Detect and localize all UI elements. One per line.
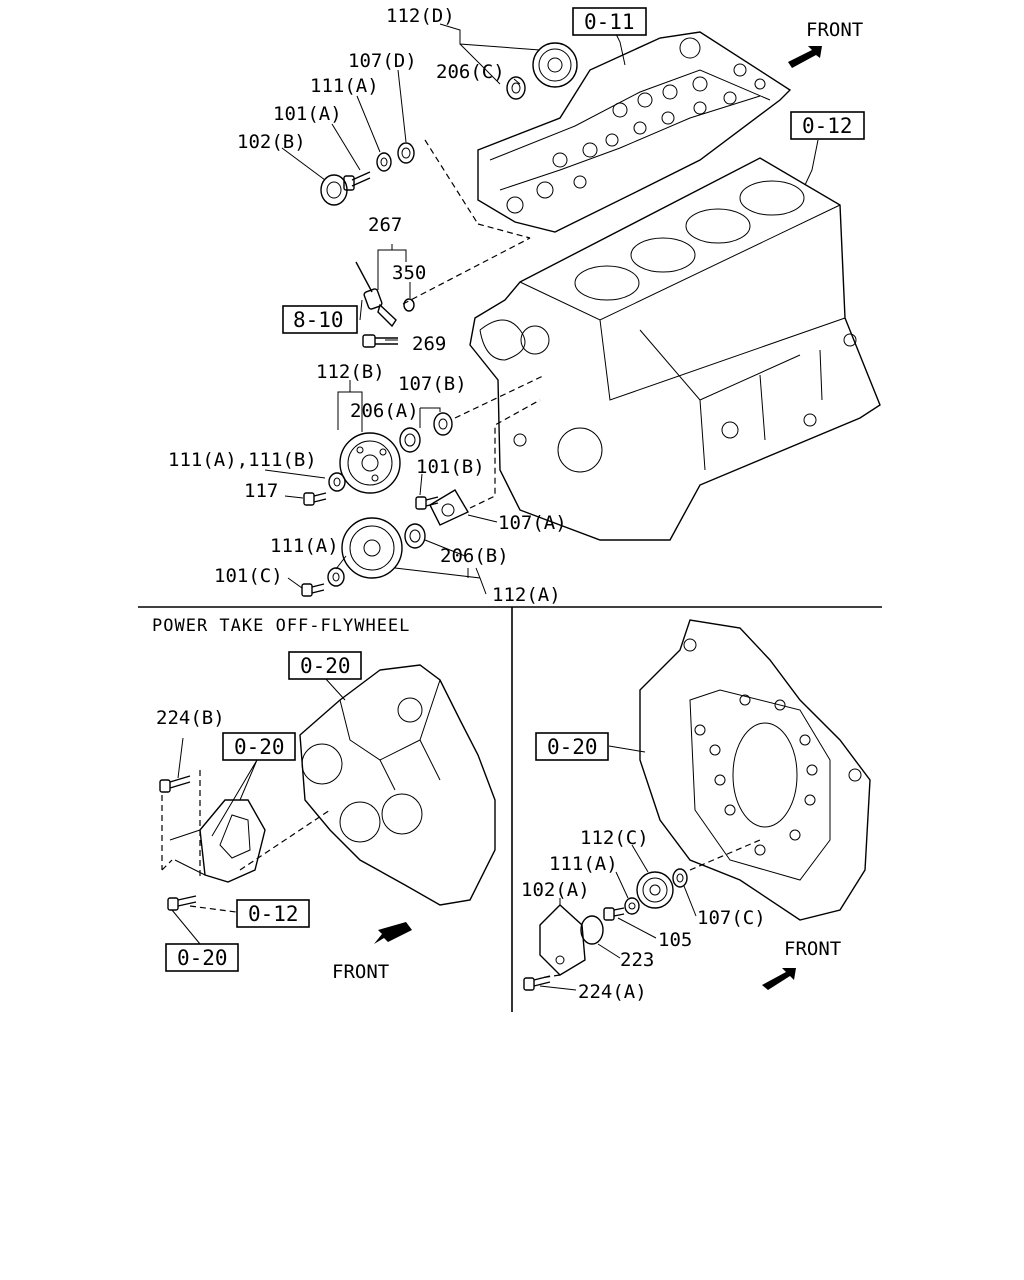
label-101B: 101(B): [416, 456, 485, 478]
label-224B: 224(B): [156, 707, 225, 729]
bracket-107A: [429, 489, 469, 526]
label-107B: 107(B): [398, 373, 467, 395]
gear-112A: [341, 517, 403, 579]
bolt-224B: [159, 737, 191, 793]
bolt-269: [362, 334, 398, 348]
label-223: 223: [620, 949, 654, 971]
label-267: 267: [368, 214, 402, 236]
label-102A: 102(A): [521, 879, 590, 901]
label-107C: 107(C): [697, 907, 766, 929]
bolt-101A: [343, 171, 371, 191]
front-arrow-top: [788, 46, 822, 68]
front-arrow-br: [762, 968, 796, 990]
flywheel-housing-right-drawing: [639, 619, 871, 921]
bolt-224A: [523, 975, 551, 991]
label-107D: 107(D): [348, 50, 417, 72]
section-title: POWER TAKE OFF-FLYWHEEL: [152, 616, 410, 636]
bushing-107D: [397, 142, 415, 164]
front-label-bottom-right: FRONT: [784, 938, 841, 960]
oring-223: [580, 915, 604, 945]
label-206C: 206(C): [436, 61, 505, 83]
ref-0-11: 0-11: [584, 10, 635, 34]
washer-111A-mid: [327, 567, 345, 587]
ref-box-0-20-a: 0-20: [288, 651, 362, 680]
sensor-267: [355, 261, 415, 328]
label-107A: 107(A): [498, 512, 567, 534]
cover-102A: [539, 904, 586, 976]
label-206B: 206(B): [440, 545, 509, 567]
washer-111A-top: [376, 152, 392, 172]
ref-0-20-b: 0-20: [234, 735, 285, 759]
label-206A: 206(A): [350, 400, 419, 422]
dash-lines-bl: [161, 770, 331, 913]
label-269: 269: [412, 333, 446, 355]
ref-box-0-11: 0-11: [572, 7, 647, 36]
label-117: 117: [244, 480, 278, 502]
ref-box-0-20-c: 0-20: [165, 943, 239, 972]
ref-box-0-12-top: 0-12: [790, 111, 865, 140]
bolt-101B: [415, 496, 439, 510]
ref-0-12-top: 0-12: [802, 114, 853, 138]
bushing-206B: [404, 523, 426, 549]
label-111A-br: 111(A): [549, 853, 618, 875]
cylinder-block-drawing: [469, 157, 881, 541]
bolt-101C: [301, 583, 325, 597]
label-112A: 112(A): [492, 584, 561, 606]
dash-lines-br: [539, 839, 761, 979]
flywheel-housing-left-drawing: [299, 664, 496, 906]
label-102B: 102(B): [237, 131, 306, 153]
gear-112B: [339, 432, 401, 494]
pto-cover-plate: [169, 799, 266, 883]
leader-lines-top: [264, 23, 819, 595]
bushing-206A: [399, 427, 421, 453]
ref-8-10: 8-10: [293, 308, 344, 332]
label-111A-top: 111(A): [310, 75, 379, 97]
gear-112C: [636, 871, 674, 909]
bushing-107C: [672, 868, 688, 888]
front-label-top: FRONT: [806, 19, 863, 41]
label-112C: 112(C): [580, 827, 649, 849]
washer-111AB: [328, 472, 346, 492]
front-arrow-bl: [374, 922, 412, 944]
ref-0-20-a: 0-20: [300, 654, 351, 678]
label-101A: 101(A): [273, 103, 342, 125]
camshaft-gear-top: [532, 42, 578, 88]
label-112B: 112(B): [316, 361, 385, 383]
label-224A: 224(A): [578, 981, 647, 1003]
label-105: 105: [658, 929, 692, 951]
ref-box-0-12-bl: 0-12: [236, 899, 310, 928]
bolt-117: [303, 492, 327, 506]
cover-102B: [320, 174, 348, 206]
ref-0-12-bl: 0-12: [248, 902, 299, 926]
label-111A-111B: 111(A),111(B): [168, 449, 317, 471]
bolt-0-12-left: [167, 895, 197, 911]
ref-box-0-20-b: 0-20: [222, 732, 296, 761]
label-101C: 101(C): [214, 565, 283, 587]
leader-lines-br: [539, 745, 697, 991]
washer-111A-br: [624, 897, 640, 915]
ref-box-0-20-br: 0-20: [535, 732, 609, 761]
ref-0-20-br: 0-20: [547, 735, 598, 759]
label-111A-mid: 111(A): [270, 535, 339, 557]
label-112D: 112(D): [386, 5, 455, 27]
front-label-bottom-left: FRONT: [332, 961, 389, 983]
label-350: 350: [392, 262, 426, 284]
ref-0-20-c: 0-20: [177, 946, 228, 970]
bushing-206C: [506, 76, 526, 100]
leader-lines-bl: [171, 677, 346, 945]
cylinder-head-drawing: [477, 31, 792, 233]
ref-box-8-10: 8-10: [282, 305, 358, 334]
bolt-105: [603, 907, 625, 921]
bushing-107B: [433, 412, 453, 436]
